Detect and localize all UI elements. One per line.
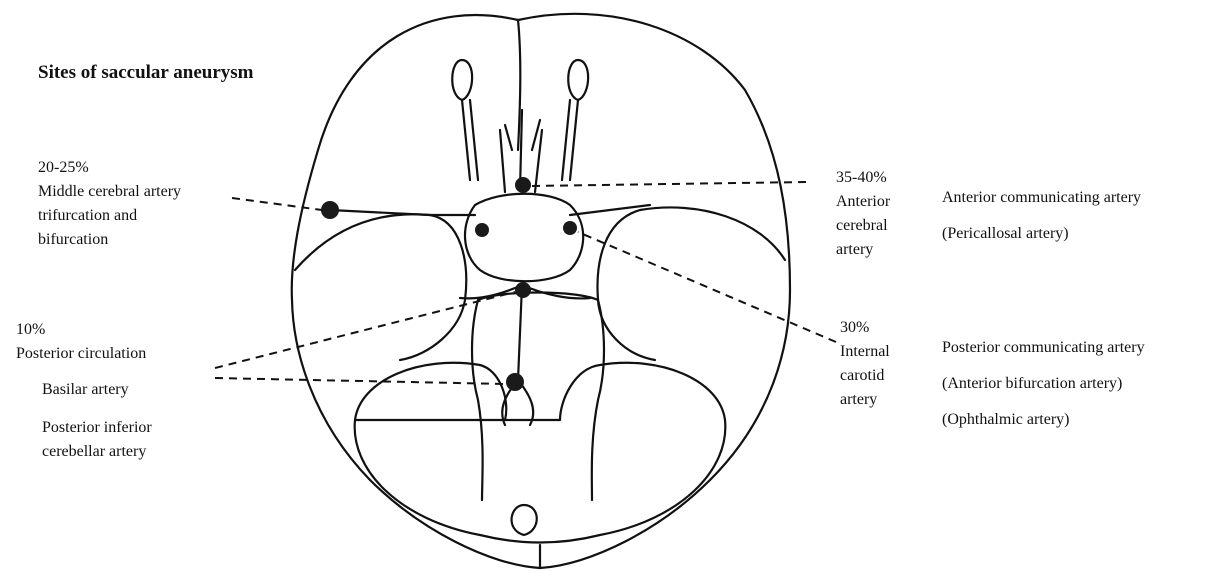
aca-line-3: artery xyxy=(836,238,890,262)
circle-of-willis xyxy=(465,194,583,282)
interhemispheric-fissure xyxy=(518,20,520,150)
ica-detail-2: (Anterior bifurcation artery) xyxy=(942,372,1122,396)
leader-aca xyxy=(532,182,806,186)
aca-line-2: cerebral xyxy=(836,214,890,238)
aca-detail-1: Anterior communicating artery xyxy=(942,186,1141,210)
posterior-percent: 10% xyxy=(16,318,146,342)
aneurysm-acom-site xyxy=(515,177,531,193)
left-temporal-lobe xyxy=(295,214,466,360)
right-olfactory-tract xyxy=(562,100,578,180)
diagram-title: Sites of saccular aneurysm xyxy=(38,62,254,84)
pica-line-1: Posterior inferior xyxy=(42,416,152,440)
aneurysm-mca-site xyxy=(321,201,339,219)
leader-posterior-lower xyxy=(215,378,505,384)
right-olfactory-bulb xyxy=(568,60,588,100)
basilar-artery-label: Basilar artery xyxy=(42,378,129,402)
mca-percent: 20-25% xyxy=(38,156,181,180)
aneurysm-left-ica-site xyxy=(475,223,489,237)
ica-percent: 30% xyxy=(840,316,890,340)
leader-mca xyxy=(232,198,322,210)
aneurysm-vertebral-site xyxy=(506,373,524,391)
ica-line-2: carotid xyxy=(840,364,890,388)
ica-label-group: 30% Internal carotid artery xyxy=(840,316,890,412)
mca-line-1: Middle cerebral artery xyxy=(38,180,181,204)
leader-posterior-upper xyxy=(215,292,515,368)
left-middle-cerebral-artery xyxy=(330,210,475,215)
ica-detail-3: (Ophthalmic artery) xyxy=(942,408,1070,432)
aneurysm-right-ica-site xyxy=(563,221,577,235)
mca-line-3: bifurcation xyxy=(38,228,181,252)
aca-line-1: Anterior xyxy=(836,190,890,214)
aca-detail-2: (Pericallosal artery) xyxy=(942,222,1069,246)
pica-line-2: cerebellar artery xyxy=(42,440,152,464)
mca-label-group: 20-25% Middle cerebral artery trifurcati… xyxy=(38,156,181,252)
aca-label-group: 35-40% Anterior cerebral artery xyxy=(836,166,890,262)
right-temporal-lobe xyxy=(597,207,785,360)
posterior-label-group: 10% Posterior circulation xyxy=(16,318,146,366)
mca-line-2: trifurcation and xyxy=(38,204,181,228)
ica-detail-1: Posterior communicating artery xyxy=(942,336,1145,360)
ica-line-1: Internal xyxy=(840,340,890,364)
brainstem xyxy=(472,300,604,500)
posterior-heading: Posterior circulation xyxy=(16,342,146,366)
spinal-cord xyxy=(512,505,537,535)
aneurysm-basilar-tip-site xyxy=(515,282,531,298)
basilar-artery xyxy=(518,285,522,380)
aca-percent: 35-40% xyxy=(836,166,890,190)
pica-label-group: Posterior inferior cerebellar artery xyxy=(42,416,152,464)
left-olfactory-bulb xyxy=(452,60,472,100)
ica-line-3: artery xyxy=(840,388,890,412)
leader-ica xyxy=(578,232,836,342)
left-olfactory-tract xyxy=(462,100,478,180)
